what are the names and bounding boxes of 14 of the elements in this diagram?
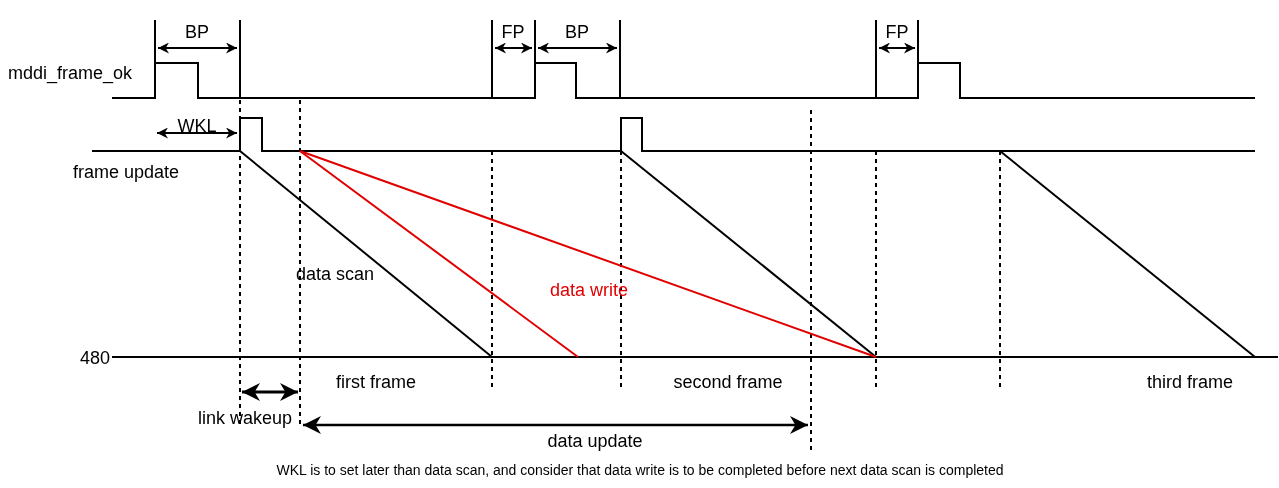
- frame-label: third frame: [1147, 373, 1233, 391]
- frame-label: first frame: [336, 373, 416, 391]
- frame-label: second frame: [673, 373, 783, 391]
- dimension-label: BP: [185, 23, 209, 41]
- dimension-label: data update: [547, 432, 643, 450]
- dimension-label: BP: [565, 23, 589, 41]
- dimension-label: FP: [501, 23, 525, 41]
- note-text: WKL is to set later than data scan, and consider that data write is to be completed before next data scan is completed: [276, 463, 1004, 477]
- dimension-label: FP: [885, 23, 909, 41]
- signal-name: mddi_frame_ok: [8, 64, 133, 82]
- dimension-label: WKL: [177, 117, 217, 135]
- signal-name: frame update: [73, 163, 180, 181]
- axis-value: 480: [80, 349, 111, 367]
- dimension-label: link wakeup: [198, 409, 293, 427]
